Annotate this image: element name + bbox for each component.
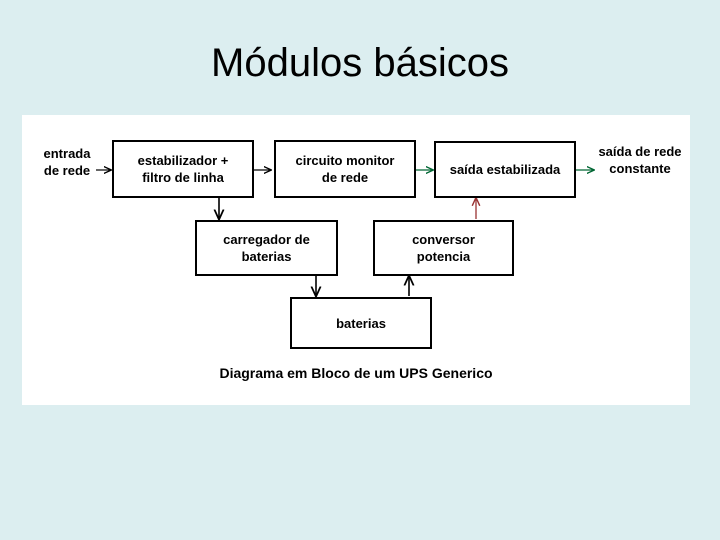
page-title: Módulos básicos (211, 41, 509, 85)
block-circuito-monitor[interactable]: circuito monitor de rede (274, 140, 416, 198)
label-line: saída de rede (598, 144, 682, 159)
block-baterias[interactable]: baterias (290, 297, 432, 349)
block-label-line: carregador de (223, 232, 310, 247)
block-label-line: baterias (241, 249, 292, 264)
label-saida-de-rede-constante: saída de rede constante (590, 143, 690, 177)
block-label-line: estabilizador + (137, 153, 229, 168)
block-saida-estabilizada[interactable]: saída estabilizada (434, 141, 576, 198)
block-estabilizador[interactable]: estabilizador + filtro de linha (112, 140, 254, 198)
block-label-line: saída estabilizada (449, 162, 561, 177)
block-label-line: conversor (412, 232, 475, 247)
block-label-line: circuito monitor (295, 153, 395, 168)
label-entrada-de-rede: entrada de rede (34, 145, 100, 179)
diagram-panel: entrada de rede estabilizador + filtro d… (22, 115, 690, 405)
label-line: entrada (43, 146, 91, 161)
block-conversor-potencia[interactable]: conversor potencia (373, 220, 514, 276)
block-label-line: filtro de linha (142, 170, 224, 185)
label-line: constante (609, 161, 671, 176)
diagram-caption: Diagrama em Bloco de um UPS Generico (219, 365, 493, 381)
block-label-line: baterias (336, 315, 386, 331)
block-label-line: de rede (321, 170, 369, 185)
block-label-line: potencia (416, 249, 471, 264)
label-line: de rede (43, 163, 91, 178)
block-carregador-de-baterias[interactable]: carregador de baterias (195, 220, 338, 276)
